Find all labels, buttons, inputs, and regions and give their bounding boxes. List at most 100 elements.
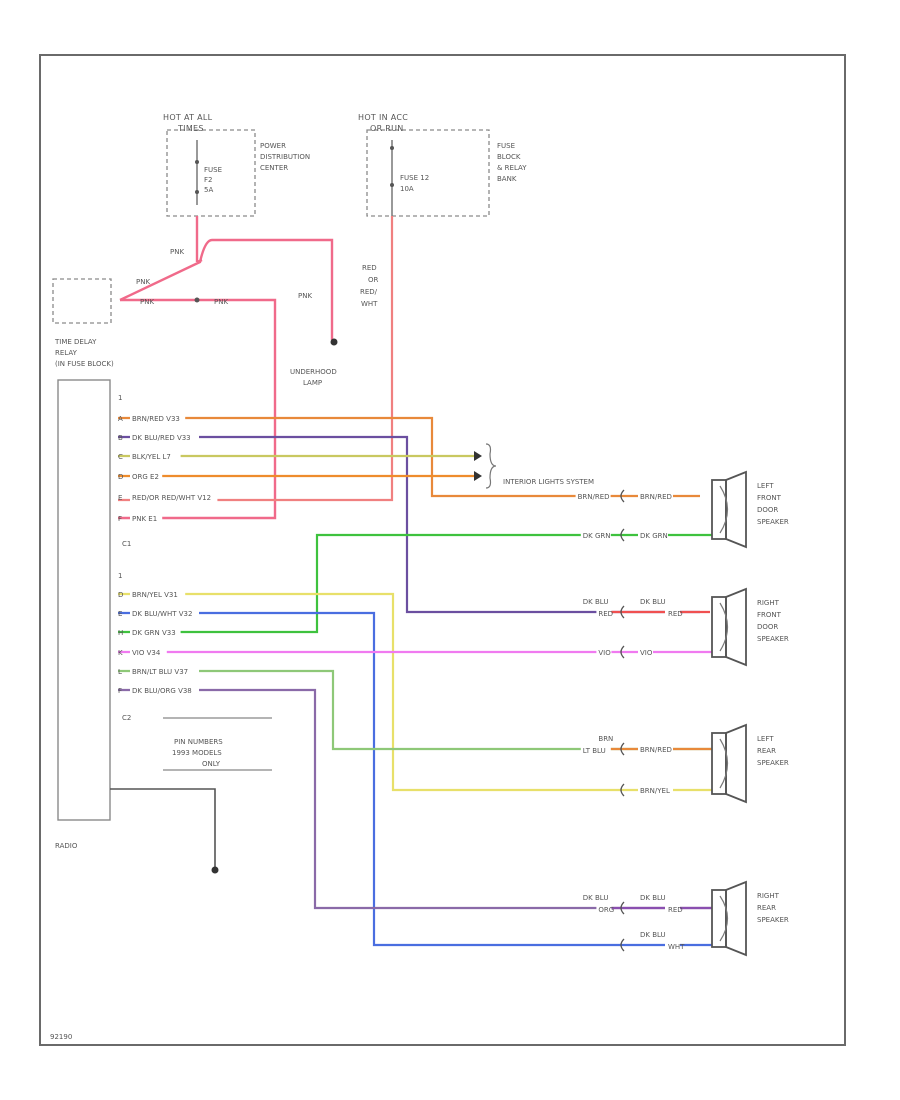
- label-mask: [638, 893, 668, 902]
- speaker-cone-icon: [725, 880, 747, 957]
- svg-text:& RELAY: & RELAY: [497, 164, 527, 172]
- label-mask: [580, 597, 611, 606]
- label-mask: [130, 628, 181, 637]
- svg-text:FUSE: FUSE: [204, 166, 222, 174]
- c2-wire-label: DK GRN V33: [132, 629, 176, 637]
- c2-pin-letter: D: [118, 591, 123, 599]
- label-mask: [580, 531, 611, 540]
- speaker-wire-right-label-2: RED: [668, 610, 683, 618]
- speaker-magnet: [711, 889, 727, 948]
- connector-mark: [620, 528, 625, 542]
- speaker-wire-left-label-2: RED: [598, 610, 613, 618]
- svg-text:BANK: BANK: [497, 175, 517, 183]
- label-mask: [665, 904, 680, 913]
- power-distribution-center: HOT AT ALL TIMES FUSE F2 5A POWER DISTRI…: [163, 113, 310, 217]
- wire-label-pnk-underhood: PNK: [298, 292, 312, 300]
- speaker-name: FRONT: [757, 611, 782, 619]
- speaker-cone-icon: [725, 470, 747, 549]
- svg-text:10A: 10A: [400, 185, 414, 193]
- svg-text:HOT IN ACC: HOT IN ACC: [358, 113, 408, 122]
- connector-mark: [620, 742, 625, 756]
- speaker-magnet: [711, 596, 727, 658]
- c2-wires: [118, 592, 712, 947]
- c1-wire-label: BLK/YEL L7: [132, 453, 171, 461]
- speaker-cone-icon: [725, 587, 747, 667]
- underhood-lamp-ground: [330, 338, 338, 346]
- label-mask: [596, 608, 612, 617]
- speaker-name: RIGHT: [757, 599, 780, 607]
- c1-pin-1: 1: [118, 394, 122, 402]
- label-mask: [638, 492, 673, 501]
- c1-pin-letter: D: [118, 473, 123, 481]
- wire-label-pnk-b: PNK: [140, 298, 154, 306]
- c1-pin-letter: A: [118, 415, 123, 423]
- svg-text:TIME DELAY: TIME DELAY: [54, 338, 97, 346]
- speaker-wire-right-label: BRN/RED: [640, 746, 672, 754]
- c1-wires: [118, 416, 710, 614]
- c2-pin-1: 1: [118, 572, 122, 580]
- footer-code: 92190: [50, 1033, 72, 1041]
- label-mask: [596, 904, 612, 913]
- svg-text:5A: 5A: [204, 186, 213, 194]
- speaker-wire-right-label: BRN/YEL: [640, 787, 670, 795]
- radio-label: RADIO: [55, 842, 78, 850]
- c1-wire-label: RED/OR RED/WHT V12: [132, 494, 211, 502]
- label-mask: [580, 745, 611, 754]
- c1-pin-letter: C: [118, 453, 123, 461]
- label-mask: [130, 433, 199, 442]
- svg-text:BLOCK: BLOCK: [497, 153, 521, 161]
- connector-mark: [620, 605, 625, 619]
- interior-lights-arrow-1: [474, 451, 482, 461]
- speaker-wire-right-label-2: RED: [668, 906, 683, 914]
- label-mask: [596, 648, 612, 657]
- radio-unit: [57, 379, 111, 821]
- c1-wire-label: DK BLU/RED V33: [132, 434, 191, 442]
- svg-text:CENTER: CENTER: [260, 164, 288, 172]
- pnk-splice: [194, 297, 200, 303]
- c2-pin-letter: E: [118, 610, 122, 618]
- label-mask: [580, 893, 611, 902]
- svg-text:PIN NUMBERS: PIN NUMBERS: [174, 738, 223, 746]
- speaker-wire-left-label-2: ORG: [598, 906, 614, 914]
- c2-wire-label: BRN/LT BLU V37: [132, 668, 188, 676]
- label-mask: [638, 786, 673, 795]
- connector-c2: C2: [122, 714, 131, 722]
- label-mask: [638, 930, 668, 939]
- speaker-wire-right-label: VIO: [640, 649, 653, 657]
- speaker-name: SPEAKER: [757, 635, 789, 643]
- label-mask: [130, 472, 163, 481]
- connector-mark: [620, 938, 625, 952]
- underhood-lamp-label: UNDERHOOD LAMP: [290, 368, 339, 387]
- c1-pin-letter: B: [118, 434, 123, 442]
- radio-ground-wire: [110, 788, 216, 868]
- speaker-inner: [719, 485, 729, 534]
- speaker-wire-left-label-2: LT BLU: [583, 747, 606, 755]
- label-mask: [665, 608, 680, 617]
- c1-wire-label: PNK E1: [132, 515, 157, 523]
- speaker-name: LEFT: [757, 735, 774, 743]
- speaker-wire-right-label-2: WHT: [668, 943, 685, 951]
- connector-mark: [620, 783, 625, 797]
- label-mask: [130, 414, 186, 423]
- label-mask: [130, 648, 167, 657]
- speaker-name: RIGHT: [757, 892, 780, 900]
- c2-wire-label: VIO V34: [132, 649, 161, 657]
- speaker-wire-left-label: VIO: [598, 649, 611, 657]
- radio-ground: [211, 866, 219, 874]
- speaker-wire-right-label: DK BLU: [640, 931, 666, 939]
- svg-text:(IN FUSE BLOCK): (IN FUSE BLOCK): [55, 360, 114, 368]
- speaker-inner: [719, 738, 729, 789]
- speaker-name: SPEAKER: [757, 518, 789, 526]
- speaker-wire-left-label: DK BLU: [583, 894, 609, 902]
- speaker-name: DOOR: [757, 506, 778, 514]
- svg-text:F2: F2: [204, 176, 212, 184]
- speaker-wire-left-label: DK GRN: [583, 532, 611, 540]
- interior-lights-bracket: [485, 443, 497, 489]
- diagram-frame: [39, 54, 846, 1046]
- connector-mark: [620, 901, 625, 915]
- connector-marks: [620, 489, 625, 952]
- wire-label-pnk-top: PNK: [170, 248, 184, 256]
